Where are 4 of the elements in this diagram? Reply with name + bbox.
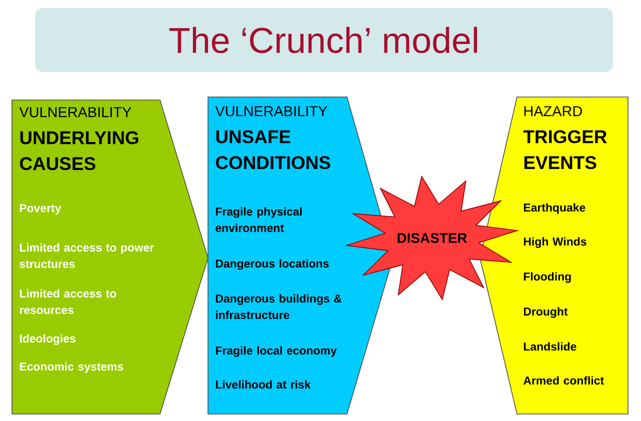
concave-panel: HAZARD TRIGGER EVENTS Earthquake High Winds Flooding Drought Landslide Armed conflict	[480, 96, 628, 414]
title-banner: The ‘Crunch’ model	[35, 8, 613, 72]
chevron-panel: VULNERABILITY UNSAFE CONDITIONS Fragile physical environment Dangerous locations Dangerous buildings & infrastructure Fragile local economy Livelihood at risk	[208, 96, 394, 414]
chevron-panel: VULNERABILITY UNDERLYING CAUSES Poverty Limited access to power structures Limited access to resources Ideologies Economic systems	[12, 100, 208, 414]
